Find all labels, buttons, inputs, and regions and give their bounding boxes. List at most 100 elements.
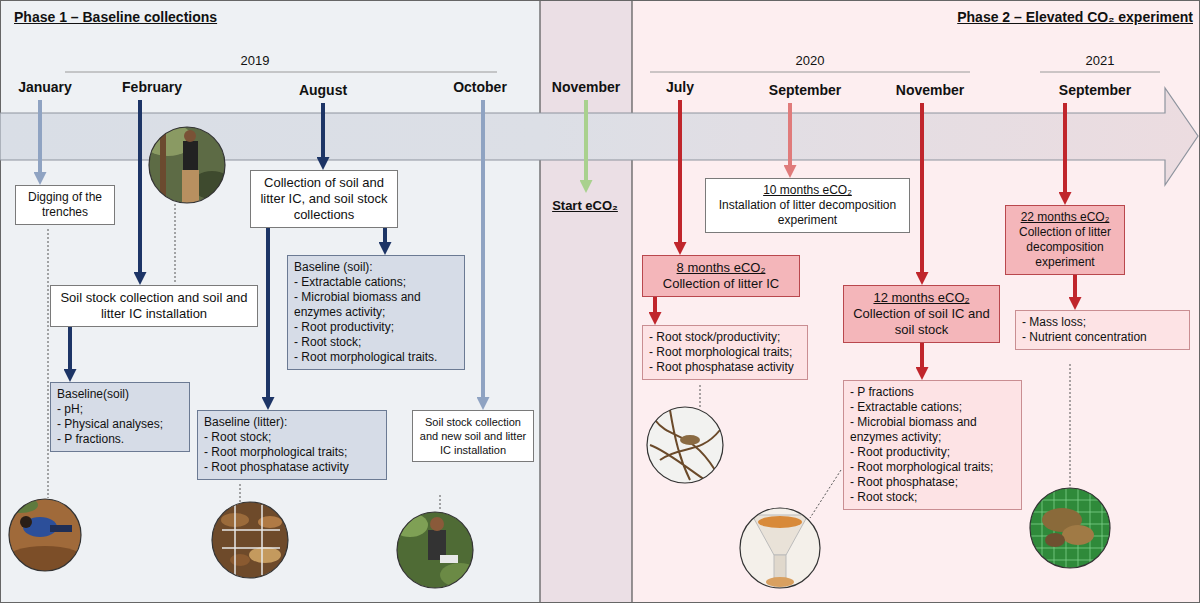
month-label: July: [666, 79, 694, 96]
year-rules-part: [1040, 72, 1160, 73]
trench-photo-part: [50, 525, 72, 532]
box-text: - Root stock;: [204, 430, 380, 445]
trench-photo-part: [20, 516, 32, 528]
analysis-list: Baseline (soil):- Extractable cations;- …: [287, 255, 465, 370]
box-text: - Root phosphatase;: [850, 475, 1015, 490]
month-arrows-part: [920, 103, 924, 272]
month-arrows: [40, 100, 1065, 397]
phase-panels-part: [539, 0, 540, 603]
month-arrows-part: [138, 100, 142, 272]
root-photo-part: [647, 407, 723, 483]
litter-photo-part: [222, 505, 280, 575]
box-text: - Nutrient concentration: [1022, 330, 1183, 345]
box-text: 22 months eCO₂: [1012, 210, 1118, 225]
step-box: Soil stock collection and soil and litte…: [50, 285, 258, 327]
field-photo-part: [184, 130, 196, 142]
litter-photo-part: [212, 502, 288, 578]
box-text: 12 months eCO₂: [850, 290, 993, 306]
connector-arrow: [68, 327, 72, 369]
box-text: - Root stock;: [850, 490, 1015, 505]
trench-photo: [2, 497, 85, 574]
box-text: - Root phosphatase activity: [204, 460, 380, 475]
phase-panels-part: [540, 0, 632, 603]
month-label: November: [552, 79, 620, 96]
photo-leaders-part: [1070, 364, 1071, 487]
analysis-list: Baseline(soil)- pH;- Physical analyses;-…: [50, 382, 190, 452]
litterbag-photo-part: [1030, 488, 1110, 568]
connector-arrow: [920, 343, 924, 367]
photo-leaders-part: [240, 484, 241, 502]
collection-photo-part: [430, 517, 444, 531]
box-text: - pH;: [57, 402, 183, 417]
box-text: - Mass loss;: [1022, 315, 1183, 330]
year-label: 2021: [1086, 53, 1115, 69]
photo-leaders-part: [440, 495, 441, 511]
collection-photo-part: [397, 512, 473, 588]
litter-photo-part: [249, 547, 281, 563]
month-label: October: [453, 79, 507, 96]
box-text: - P fractions: [850, 385, 1015, 400]
year-rules: [65, 72, 1160, 73]
funnel-photo-part: [766, 577, 794, 587]
connector-arrow: [383, 228, 387, 242]
box-text: Collection of litter IC: [649, 276, 793, 292]
photo-frame: [397, 512, 473, 588]
phase-panels-part: [631, 0, 632, 603]
box-text: - Root morphological traits;: [204, 445, 380, 460]
photo-frame: [647, 407, 723, 483]
year-rules-part: [650, 72, 970, 73]
start-label: Start eCO₂: [552, 198, 618, 214]
phase-heading: Phase 2 – Elevated CO₂ experiment: [957, 9, 1193, 26]
box-text: 10 months eCO₂: [712, 183, 903, 198]
funnel-photo: [740, 508, 820, 588]
box-text: - Root phosphatase activity: [649, 360, 801, 375]
month-arrows-part: [38, 100, 42, 172]
box-text: Collection of soil and litter IC, and so…: [257, 175, 391, 223]
box-text: - Microbial biomass and enzymes activity…: [850, 415, 1015, 445]
month-label: February: [122, 79, 182, 96]
month-arrows-part: [678, 100, 682, 242]
phase-panels-part: [0, 0, 540, 603]
photo-frame: [740, 508, 820, 588]
trench-photo-part: [2, 497, 38, 513]
analysis-list: - P fractions- Extractable cations;- Mic…: [843, 380, 1022, 510]
photo-frame: [1030, 488, 1110, 568]
photo-frame: [149, 127, 225, 203]
month-arrows-part: [788, 103, 792, 165]
month-label: August: [299, 82, 347, 99]
photo-frame: [212, 502, 288, 578]
root-photo-part: [650, 410, 720, 480]
photo-leaders-part: [48, 229, 49, 498]
analysis-list: - Root stock/productivity;- Root morphol…: [642, 325, 808, 380]
box-text: - Root productivity;: [850, 445, 1015, 460]
photo-leaders: [48, 204, 1070, 518]
litterbag-photo-part: [1030, 488, 1110, 568]
photo-frame: [9, 499, 81, 571]
connector-arrow: [266, 228, 270, 397]
year-rules-part: [65, 72, 497, 73]
collection-photo-part: [440, 563, 480, 587]
month-label: September: [1059, 82, 1131, 99]
box-text: Installation of litter decomposition exp…: [712, 198, 903, 228]
photo-leaders-part: [700, 385, 701, 409]
collection-photo: [392, 512, 480, 588]
month-arrows-part: [584, 100, 588, 180]
box-text: - Extractable cations;: [294, 275, 458, 290]
month-arrows-part: [1063, 103, 1067, 192]
litter-photo: [212, 502, 288, 578]
litterbag-photo: [1030, 488, 1110, 568]
step-box: 10 months eCO₂Installation of litter dec…: [705, 178, 910, 233]
year-label: 2020: [796, 53, 825, 69]
box-text: Collection of litter decomposition exper…: [1012, 225, 1118, 270]
box-text: - Root morphological traits;: [850, 460, 1015, 475]
funnel-photo-part: [758, 516, 802, 528]
litter-photo-part: [230, 554, 250, 566]
analysis-list: - Mass loss;- Nutrient concentration: [1015, 310, 1190, 350]
box-text: Baseline (litter):: [204, 415, 380, 430]
photo-leaders-part: [175, 204, 176, 283]
box-text: Collection of soil IC and soil stock: [850, 306, 993, 338]
trench-photo-part: [5, 546, 85, 574]
